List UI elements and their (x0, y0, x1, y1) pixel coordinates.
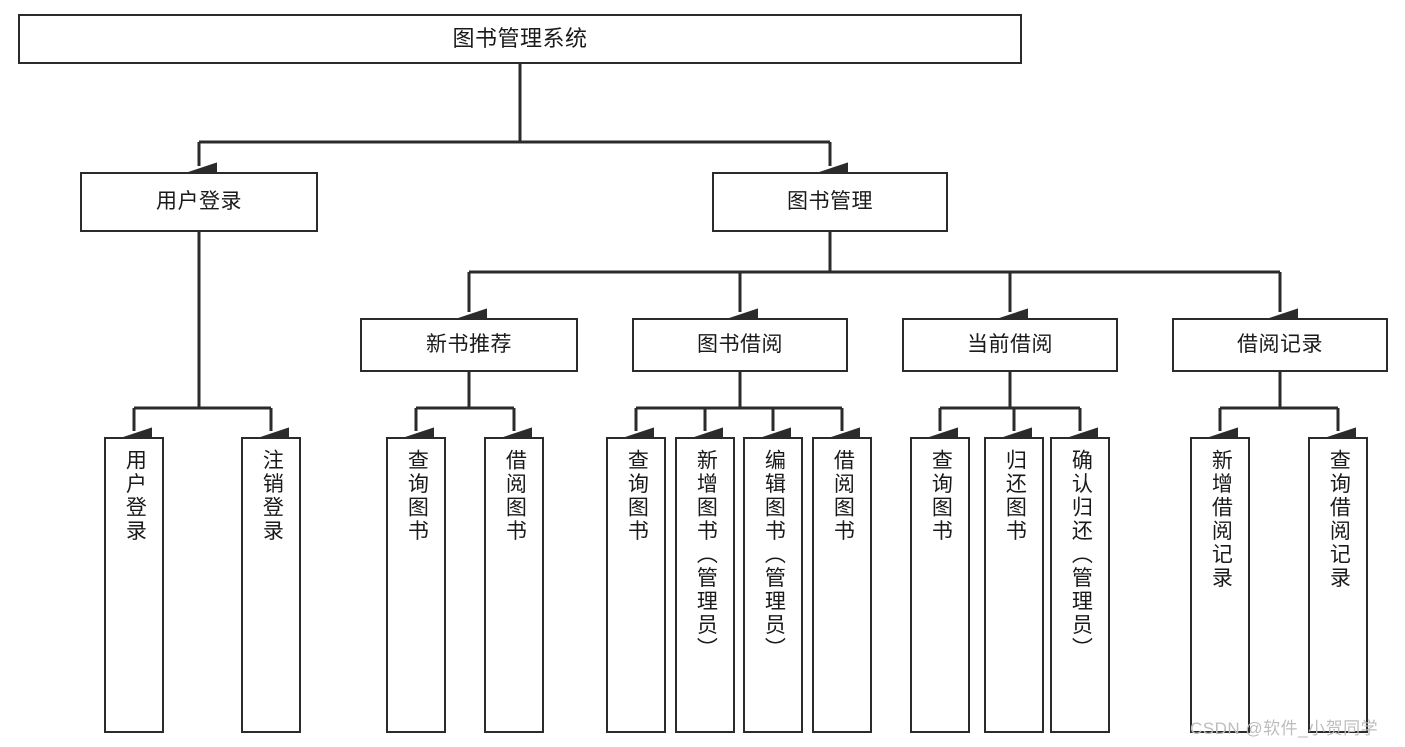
watermark-text: CSDN @软件_小贺同学 (1190, 719, 1379, 738)
leaf-edit-book-admin[interactable]: 编辑图书（管理员） (743, 437, 803, 733)
node-user-login[interactable]: 用户登录 (80, 172, 318, 232)
node-root[interactable]: 图书管理系统 (18, 14, 1022, 64)
leaf-logout-label: 注销登录 (260, 449, 284, 543)
leaf-query-borrow-record[interactable]: 查询借阅记录 (1308, 437, 1368, 733)
leaf-user-login[interactable]: 用户登录 (104, 437, 164, 733)
leaf-user-login-label: 用户登录 (123, 449, 147, 543)
node-current-borrow-label: 当前借阅 (967, 332, 1053, 356)
leaf-return-book[interactable]: 归还图书 (984, 437, 1044, 733)
node-new-book-recommend-label: 新书推荐 (426, 332, 512, 356)
leaf-add-borrow-record-label: 新增借阅记录 (1209, 449, 1233, 590)
node-book-borrow[interactable]: 图书借阅 (632, 318, 848, 372)
node-user-login-label: 用户登录 (156, 189, 242, 213)
leaf-borrow-book-label: 借阅图书 (831, 449, 855, 543)
leaf-add-book-admin-label: 新增图书（管理员） (694, 449, 718, 661)
leaf-query-borrow-record-label: 查询借阅记录 (1327, 449, 1351, 590)
leaf-query-book-recommend-label: 查询图书 (405, 449, 429, 543)
leaf-add-borrow-record[interactable]: 新增借阅记录 (1190, 437, 1250, 733)
node-book-borrow-label: 图书借阅 (697, 332, 783, 356)
node-borrow-records-label: 借阅记录 (1237, 332, 1323, 356)
node-book-management-label: 图书管理 (787, 189, 873, 213)
leaf-query-book-current[interactable]: 查询图书 (910, 437, 970, 733)
leaf-edit-book-admin-label: 编辑图书（管理员） (762, 449, 786, 661)
leaf-borrow-book[interactable]: 借阅图书 (812, 437, 872, 733)
leaf-borrow-book-recommend-label: 借阅图书 (503, 449, 527, 543)
leaf-add-book-admin[interactable]: 新增图书（管理员） (675, 437, 735, 733)
leaf-return-book-label: 归还图书 (1003, 449, 1027, 543)
leaf-confirm-return-admin[interactable]: 确认归还（管理员） (1050, 437, 1110, 733)
leaf-borrow-book-recommend[interactable]: 借阅图书 (484, 437, 544, 733)
node-current-borrow[interactable]: 当前借阅 (902, 318, 1118, 372)
leaf-confirm-return-admin-label: 确认归还（管理员） (1069, 449, 1093, 661)
leaf-query-book-recommend[interactable]: 查询图书 (386, 437, 446, 733)
leaf-query-book-current-label: 查询图书 (929, 449, 953, 543)
node-book-management[interactable]: 图书管理 (712, 172, 948, 232)
leaf-logout[interactable]: 注销登录 (241, 437, 301, 733)
leaf-query-book-borrow-label: 查询图书 (625, 449, 649, 543)
leaf-query-book-borrow[interactable]: 查询图书 (606, 437, 666, 733)
node-root-label: 图书管理系统 (452, 26, 588, 52)
node-borrow-records[interactable]: 借阅记录 (1172, 318, 1388, 372)
node-new-book-recommend[interactable]: 新书推荐 (360, 318, 578, 372)
